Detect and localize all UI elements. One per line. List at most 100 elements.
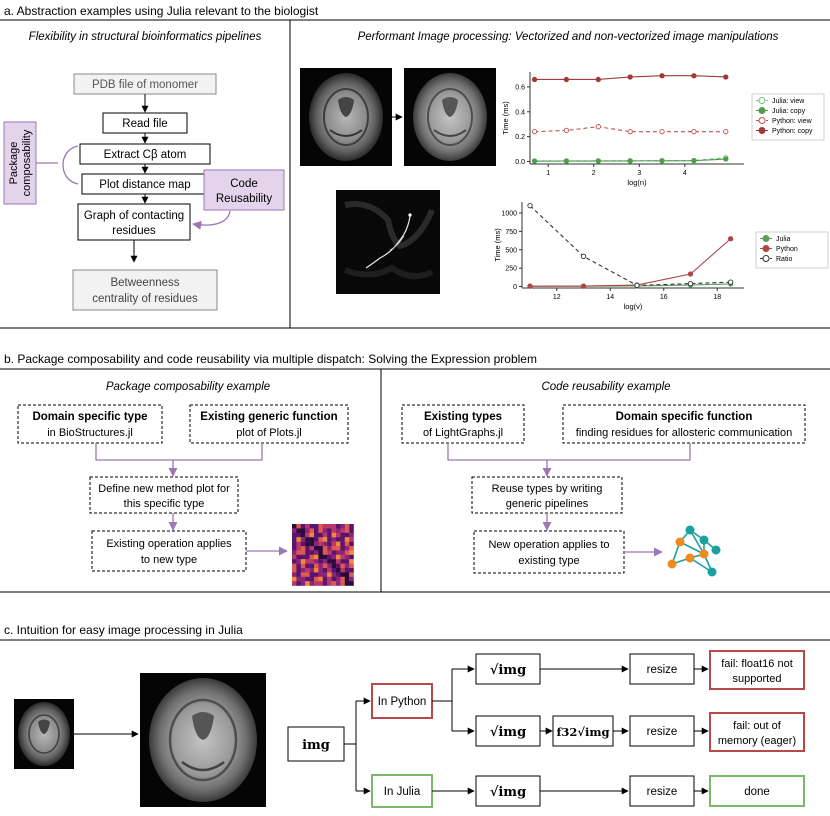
heatmap-cell bbox=[340, 581, 345, 586]
section-c-heading: c. Intuition for easy image processing i… bbox=[4, 623, 243, 637]
existing-types-box: Existing types of LightGraphs.jl bbox=[401, 404, 525, 444]
heatmap-cell bbox=[318, 559, 323, 564]
reuse-types-box: Reuse types by writing generic pipelines bbox=[471, 476, 623, 514]
heatmap-cell bbox=[349, 532, 354, 538]
composability-merge bbox=[95, 443, 263, 476]
heatmap-cell bbox=[336, 537, 341, 542]
heatmap-cell bbox=[336, 550, 341, 555]
heatmap-cell bbox=[309, 576, 315, 582]
heatmap-cell bbox=[296, 524, 301, 529]
heatmap-cell bbox=[331, 541, 337, 547]
data-point bbox=[691, 129, 697, 135]
heatmap-cell bbox=[309, 563, 315, 569]
heatmap-cell bbox=[331, 559, 337, 564]
pipeline-step-pdb: PDB file of monomer bbox=[73, 73, 217, 95]
heatmap-cell bbox=[327, 568, 332, 573]
legend-label: Python bbox=[776, 246, 798, 253]
new-operation-line1: New operation applies to bbox=[488, 539, 609, 551]
heatmap-cell bbox=[340, 572, 345, 577]
define-method-line1: Define new method plot for bbox=[98, 483, 230, 495]
pipeline-step-label: Plot distance map bbox=[99, 179, 190, 191]
heatmap-cell bbox=[340, 554, 345, 560]
data-point bbox=[595, 124, 601, 130]
heatmap-cell bbox=[327, 537, 332, 542]
heatmap-cell bbox=[331, 572, 337, 577]
image-processing-title: Performant Image processing: Vectorized … bbox=[358, 31, 779, 43]
reuse-types-line2: generic pipelines bbox=[506, 498, 589, 510]
x-axis-label: log(v) bbox=[624, 302, 643, 311]
heatmap-cell bbox=[322, 568, 328, 573]
heatmap-cell bbox=[305, 524, 310, 529]
heatmap-cell bbox=[331, 550, 337, 555]
package-composability-line1: Package bbox=[8, 142, 20, 185]
heatmap-cell bbox=[322, 546, 328, 551]
heatmap-cell bbox=[322, 576, 328, 582]
heatmap-cell bbox=[318, 581, 323, 586]
pipeline-step-plot-distance: Plot distance map bbox=[81, 173, 209, 195]
heatmap-cell bbox=[327, 550, 332, 555]
heatmap-cell bbox=[300, 563, 306, 569]
code-reusability-arrow bbox=[192, 210, 231, 230]
generic-function-sub: plot of Plots.jl bbox=[236, 427, 301, 439]
code-reusability-box: Code Reusability bbox=[203, 169, 285, 211]
code-reusability-line2: Reusability bbox=[216, 193, 272, 205]
data-point bbox=[627, 158, 633, 164]
heatmap-cell bbox=[305, 576, 310, 582]
data-point bbox=[527, 283, 533, 289]
y-tick-label: 0.2 bbox=[515, 134, 525, 141]
new-operation-box: New operation applies to existing type bbox=[473, 530, 625, 574]
heatmap-cell bbox=[336, 563, 341, 569]
legend-label: Ratio bbox=[776, 256, 792, 263]
heatmap-cell bbox=[327, 554, 332, 560]
branch-lines bbox=[344, 701, 357, 791]
heatmap-cell bbox=[309, 524, 315, 529]
heatmap-cell bbox=[296, 541, 301, 547]
heatmap-cell bbox=[318, 563, 323, 569]
pipeline-step-label: Extract Cβ atom bbox=[104, 149, 187, 161]
heatmap-cell bbox=[340, 550, 345, 555]
series-line bbox=[529, 205, 731, 286]
y-tick-label: 750 bbox=[505, 229, 517, 236]
heatmap-cell bbox=[322, 541, 328, 547]
heatmap-cell bbox=[322, 524, 328, 529]
heatmap-cell bbox=[340, 528, 345, 533]
done-node: done bbox=[709, 775, 805, 807]
heatmap-cell bbox=[327, 572, 332, 577]
heatmap-cell bbox=[318, 572, 323, 577]
y-tick-label: 0.4 bbox=[515, 109, 525, 116]
legend-swatch-marker bbox=[758, 107, 766, 114]
reuse-types-line1: Reuse types by writing bbox=[492, 483, 603, 495]
brain-mri-processed bbox=[404, 68, 496, 166]
heatmap-cell bbox=[305, 541, 310, 547]
existing-operation-line2: to new type bbox=[141, 554, 197, 566]
data-point bbox=[727, 236, 734, 242]
pipeline-step-read-file: Read file bbox=[102, 112, 188, 134]
resize-node-1: resize bbox=[629, 653, 695, 685]
in-python-label: In Python bbox=[378, 696, 427, 708]
legend-label: Python: view bbox=[772, 118, 813, 125]
heatmap-cell bbox=[336, 568, 341, 573]
reusability-merge bbox=[447, 443, 691, 476]
heatmap-cell bbox=[296, 572, 301, 577]
heatmap-cell bbox=[322, 537, 328, 542]
heatmap-cell bbox=[336, 532, 341, 538]
data-point bbox=[563, 158, 570, 164]
heatmap-cell bbox=[331, 532, 337, 538]
heatmap-cell bbox=[292, 546, 297, 551]
heatmap-cell bbox=[292, 576, 297, 582]
y-tick-label: 0.0 bbox=[515, 159, 525, 166]
code-reusability-line1: Code bbox=[230, 178, 258, 190]
heatmap-cell bbox=[305, 532, 310, 538]
heatmap-cell bbox=[318, 528, 323, 533]
heatmap-cell bbox=[305, 559, 310, 564]
heatmap-cell bbox=[305, 546, 310, 551]
heatmap-cell bbox=[296, 537, 301, 542]
package-composability-brace bbox=[62, 145, 79, 185]
heatmap-cell bbox=[300, 568, 306, 573]
neuron-image bbox=[336, 190, 440, 294]
heatmap-cell bbox=[296, 576, 301, 582]
in-python-node: In Python bbox=[371, 683, 433, 719]
data-point bbox=[659, 73, 665, 79]
sqrt-label: √img bbox=[490, 663, 526, 678]
